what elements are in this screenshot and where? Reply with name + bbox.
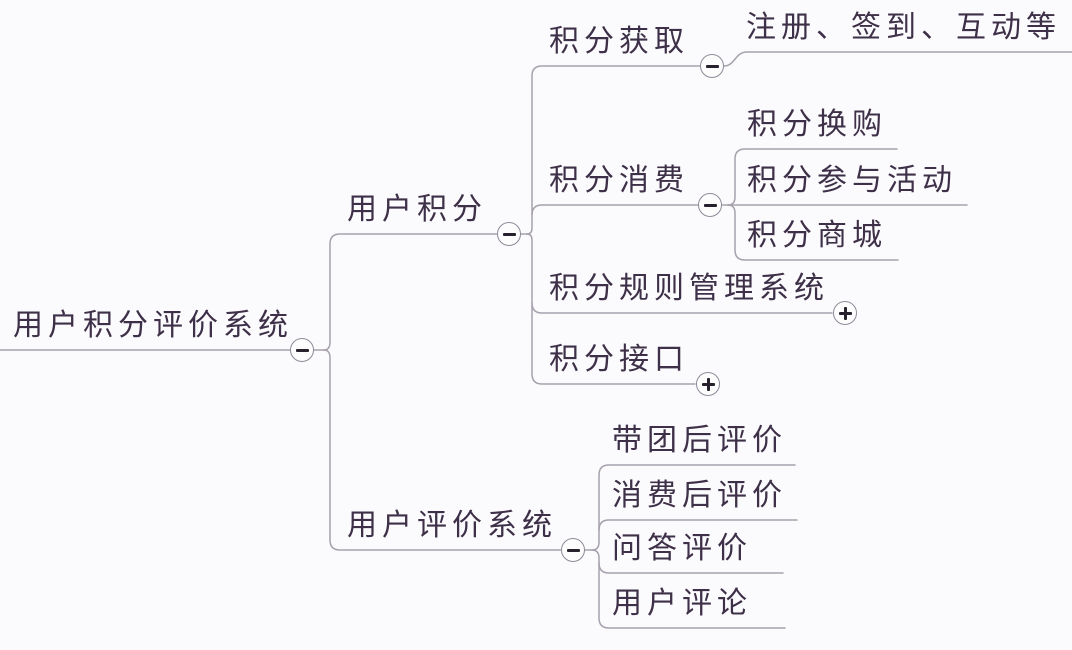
- node-points-consume-label[interactable]: 积分消费: [549, 164, 689, 197]
- connector-tour-review: [591, 464, 796, 551]
- node-tour-review-label[interactable]: 带团后评价: [612, 424, 787, 457]
- node-user-points-label[interactable]: 用户积分: [347, 193, 487, 226]
- connector-user-comment: [591, 549, 786, 629]
- toggle-points-acquire[interactable]: [700, 54, 724, 78]
- minus-icon: [502, 232, 516, 236]
- toggle-points-rules[interactable]: [833, 301, 857, 325]
- node-user-review-label[interactable]: 用户评价系统: [347, 509, 557, 542]
- minus-icon: [705, 64, 719, 68]
- node-points-api-label[interactable]: 积分接口: [549, 343, 689, 376]
- connector-points-api: [526, 233, 696, 385]
- node-points-exchange-label[interactable]: 积分换购: [747, 108, 887, 141]
- minus-icon: [295, 348, 309, 352]
- node-acquire-detail-label[interactable]: 注册、签到、互动等: [746, 11, 1061, 44]
- node-consume-review-label[interactable]: 消费后评价: [612, 479, 787, 512]
- connector-points-mall: [727, 204, 899, 261]
- connector-user-review: [323, 349, 562, 551]
- node-points-rules-label[interactable]: 积分规则管理系统: [549, 272, 829, 305]
- toggle-user-points[interactable]: [497, 222, 521, 246]
- connector-points-consume: [531, 204, 699, 216]
- plus-icon: [706, 377, 710, 391]
- node-root-label[interactable]: 用户积分评价系统: [13, 309, 293, 342]
- toggle-user-review[interactable]: [561, 538, 585, 562]
- minus-icon: [566, 548, 580, 552]
- toggle-points-consume[interactable]: [698, 193, 722, 217]
- node-qa-review-label[interactable]: 问答评价: [612, 532, 752, 565]
- connector-points-exchange: [727, 148, 898, 206]
- minus-icon: [703, 203, 717, 207]
- toggle-points-api[interactable]: [696, 372, 720, 396]
- connector-points-acquire: [526, 65, 701, 235]
- connector-consume-review: [598, 519, 798, 531]
- node-points-activity-label[interactable]: 积分参与活动: [747, 164, 957, 197]
- connector-acquire-detail: [723, 51, 1072, 67]
- node-points-mall-label[interactable]: 积分商城: [747, 219, 887, 252]
- node-user-comment-label[interactable]: 用户评论: [612, 587, 752, 620]
- toggle-root[interactable]: [290, 338, 314, 362]
- plus-icon: [843, 306, 847, 320]
- node-points-acquire-label[interactable]: 积分获取: [549, 25, 689, 58]
- connector-user-points: [323, 233, 498, 351]
